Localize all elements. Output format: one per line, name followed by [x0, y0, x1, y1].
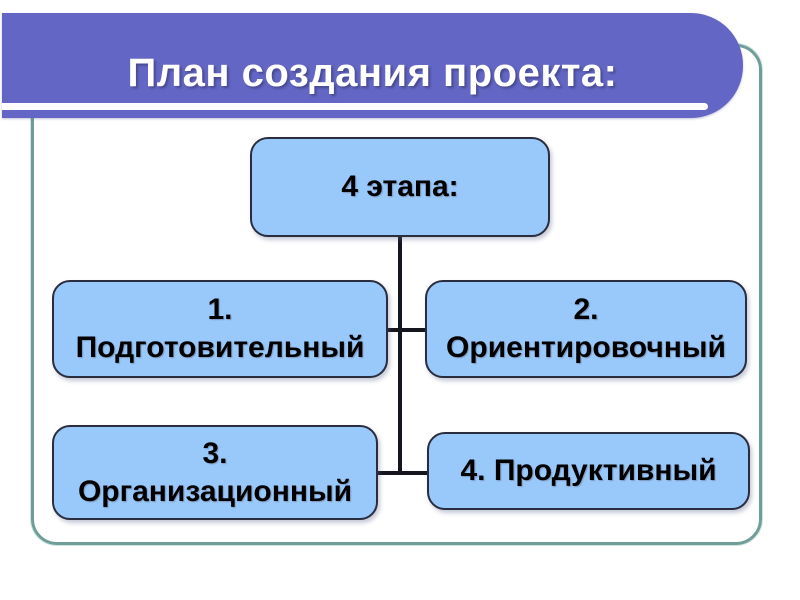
connector-row2-horizontal: [388, 328, 425, 332]
node-stage-2-number: 2.: [573, 293, 599, 326]
slide-title: План создания проекта:: [127, 51, 618, 95]
title-underline: [2, 103, 708, 110]
node-root-label: 4 этапа:: [341, 170, 459, 203]
node-stage-3-label: Организационный: [77, 474, 353, 508]
connector-trunk-vertical: [398, 237, 402, 475]
node-stage-3-number: 3.: [202, 436, 228, 470]
node-stage-4: 4. Продуктивный: [427, 432, 750, 510]
node-root-stages: 4 этапа:: [250, 137, 550, 237]
node-stage-2-label: Ориентировочный: [446, 331, 726, 364]
node-stage-4-label: 4. Продуктивный: [460, 454, 717, 487]
node-stage-1-label: Подготовительный: [75, 331, 365, 364]
node-stage-3: 3. Организационный: [52, 425, 378, 520]
title-banner: План создания проекта:: [2, 13, 743, 118]
node-stage-2: 2. Ориентировочный: [425, 280, 747, 378]
node-stage-1-number: 1.: [207, 293, 233, 326]
connector-row3-horizontal: [378, 471, 427, 475]
node-stage-1: 1. Подготовительный: [52, 280, 388, 378]
